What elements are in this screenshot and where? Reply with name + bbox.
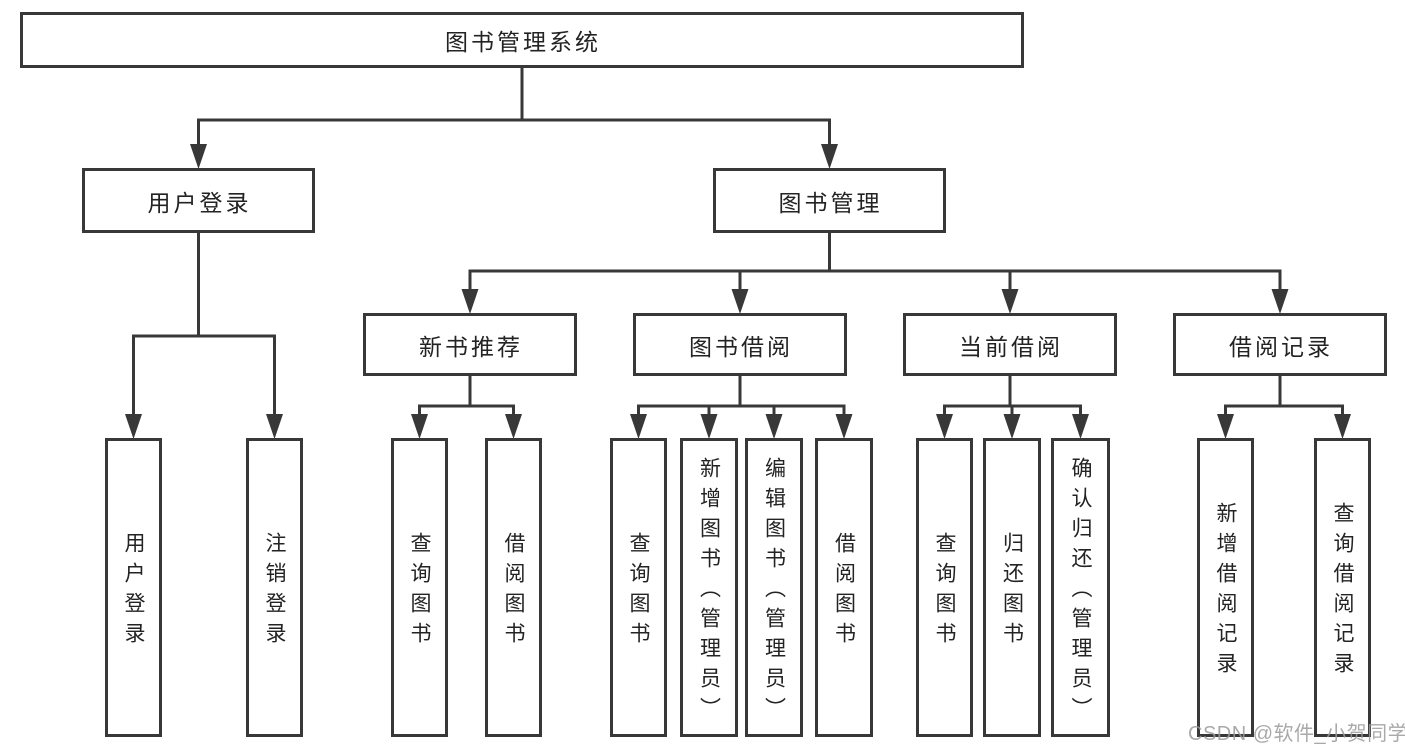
arrowhead-icon	[266, 414, 283, 439]
arrowhead-icon	[125, 414, 142, 439]
node-label-leaf-bb-query: 查询图书	[627, 531, 651, 652]
node-label-book-borrow: 图书借阅	[689, 333, 793, 360]
arrowhead-icon	[835, 414, 853, 439]
node-new-book: 新书推荐	[363, 313, 577, 376]
node-label-leaf-user-login: 用户登录	[122, 531, 146, 652]
arrowhead-icon	[630, 414, 647, 439]
node-label-leaf-nb-borrow: 借阅图书	[502, 531, 526, 652]
node-root: 图书管理系统	[20, 12, 1024, 68]
node-label-current-borrow: 当前借阅	[959, 333, 1063, 360]
node-user-login: 用户登录	[82, 168, 315, 233]
node-leaf-logout: 注销登录	[246, 438, 303, 737]
arrowhead-icon	[1271, 289, 1289, 314]
arrowhead-icon	[821, 144, 838, 169]
node-label-book-mgmt: 图书管理	[778, 189, 883, 216]
arrowhead-icon	[505, 414, 522, 439]
node-label-borrow-records: 借阅记录	[1229, 333, 1333, 360]
node-leaf-bb-add: 新增图书（管理员）	[680, 438, 738, 737]
node-leaf-user-login: 用户登录	[105, 438, 162, 737]
node-leaf-cb-query: 查询图书	[916, 438, 973, 737]
arrowhead-icon	[700, 414, 718, 439]
node-label-leaf-cb-confirm: 确认归还（管理员）	[1069, 456, 1093, 727]
node-leaf-rec-add: 新增借阅记录	[1197, 438, 1254, 737]
node-label-root: 图书管理系统	[445, 29, 601, 55]
node-label-leaf-logout: 注销登录	[263, 531, 287, 652]
node-leaf-bb-query: 查询图书	[610, 438, 667, 737]
node-label-leaf-cb-query: 查询图书	[933, 531, 957, 652]
node-borrow-records: 借阅记录	[1173, 313, 1387, 376]
node-leaf-cb-confirm: 确认归还（管理员）	[1051, 438, 1110, 737]
arrowhead-icon	[190, 144, 207, 169]
node-leaf-nb-query: 查询图书	[391, 438, 448, 737]
arrowhead-icon	[1072, 414, 1089, 439]
node-label-leaf-bb-edit: 编辑图书（管理员）	[762, 456, 786, 727]
node-label-leaf-cb-return: 归还图书	[1000, 531, 1024, 652]
arrowhead-icon	[1217, 414, 1234, 439]
arrowhead-icon	[731, 289, 749, 314]
node-book-borrow: 图书借阅	[633, 313, 847, 376]
node-leaf-cb-return: 归还图书	[983, 438, 1041, 737]
node-current-borrow: 当前借阅	[903, 313, 1117, 376]
arrowhead-icon	[765, 414, 783, 439]
arrowhead-icon	[1001, 289, 1019, 314]
arrowhead-icon	[1003, 414, 1021, 439]
node-book-mgmt: 图书管理	[713, 168, 946, 233]
node-leaf-rec-query: 查询借阅记录	[1314, 438, 1371, 737]
arrowhead-icon	[461, 289, 479, 314]
arrowhead-icon	[936, 414, 953, 439]
node-leaf-nb-borrow: 借阅图书	[485, 438, 542, 737]
node-label-leaf-rec-query: 查询借阅记录	[1331, 501, 1355, 682]
node-label-leaf-bb-borrow: 借阅图书	[832, 531, 856, 652]
watermark-text: CSDN @软件_小贺同学	[1188, 723, 1405, 745]
arrowhead-icon	[411, 414, 428, 439]
node-label-new-book: 新书推荐	[419, 333, 523, 360]
node-label-leaf-nb-query: 查询图书	[408, 531, 432, 652]
node-leaf-bb-borrow: 借阅图书	[815, 438, 873, 737]
arrowhead-icon	[1334, 414, 1351, 439]
node-leaf-bb-edit: 编辑图书（管理员）	[745, 438, 803, 737]
node-label-user-login: 用户登录	[147, 189, 252, 216]
node-label-leaf-rec-add: 新增借阅记录	[1214, 501, 1238, 682]
node-label-leaf-bb-add: 新增图书（管理员）	[697, 456, 721, 727]
